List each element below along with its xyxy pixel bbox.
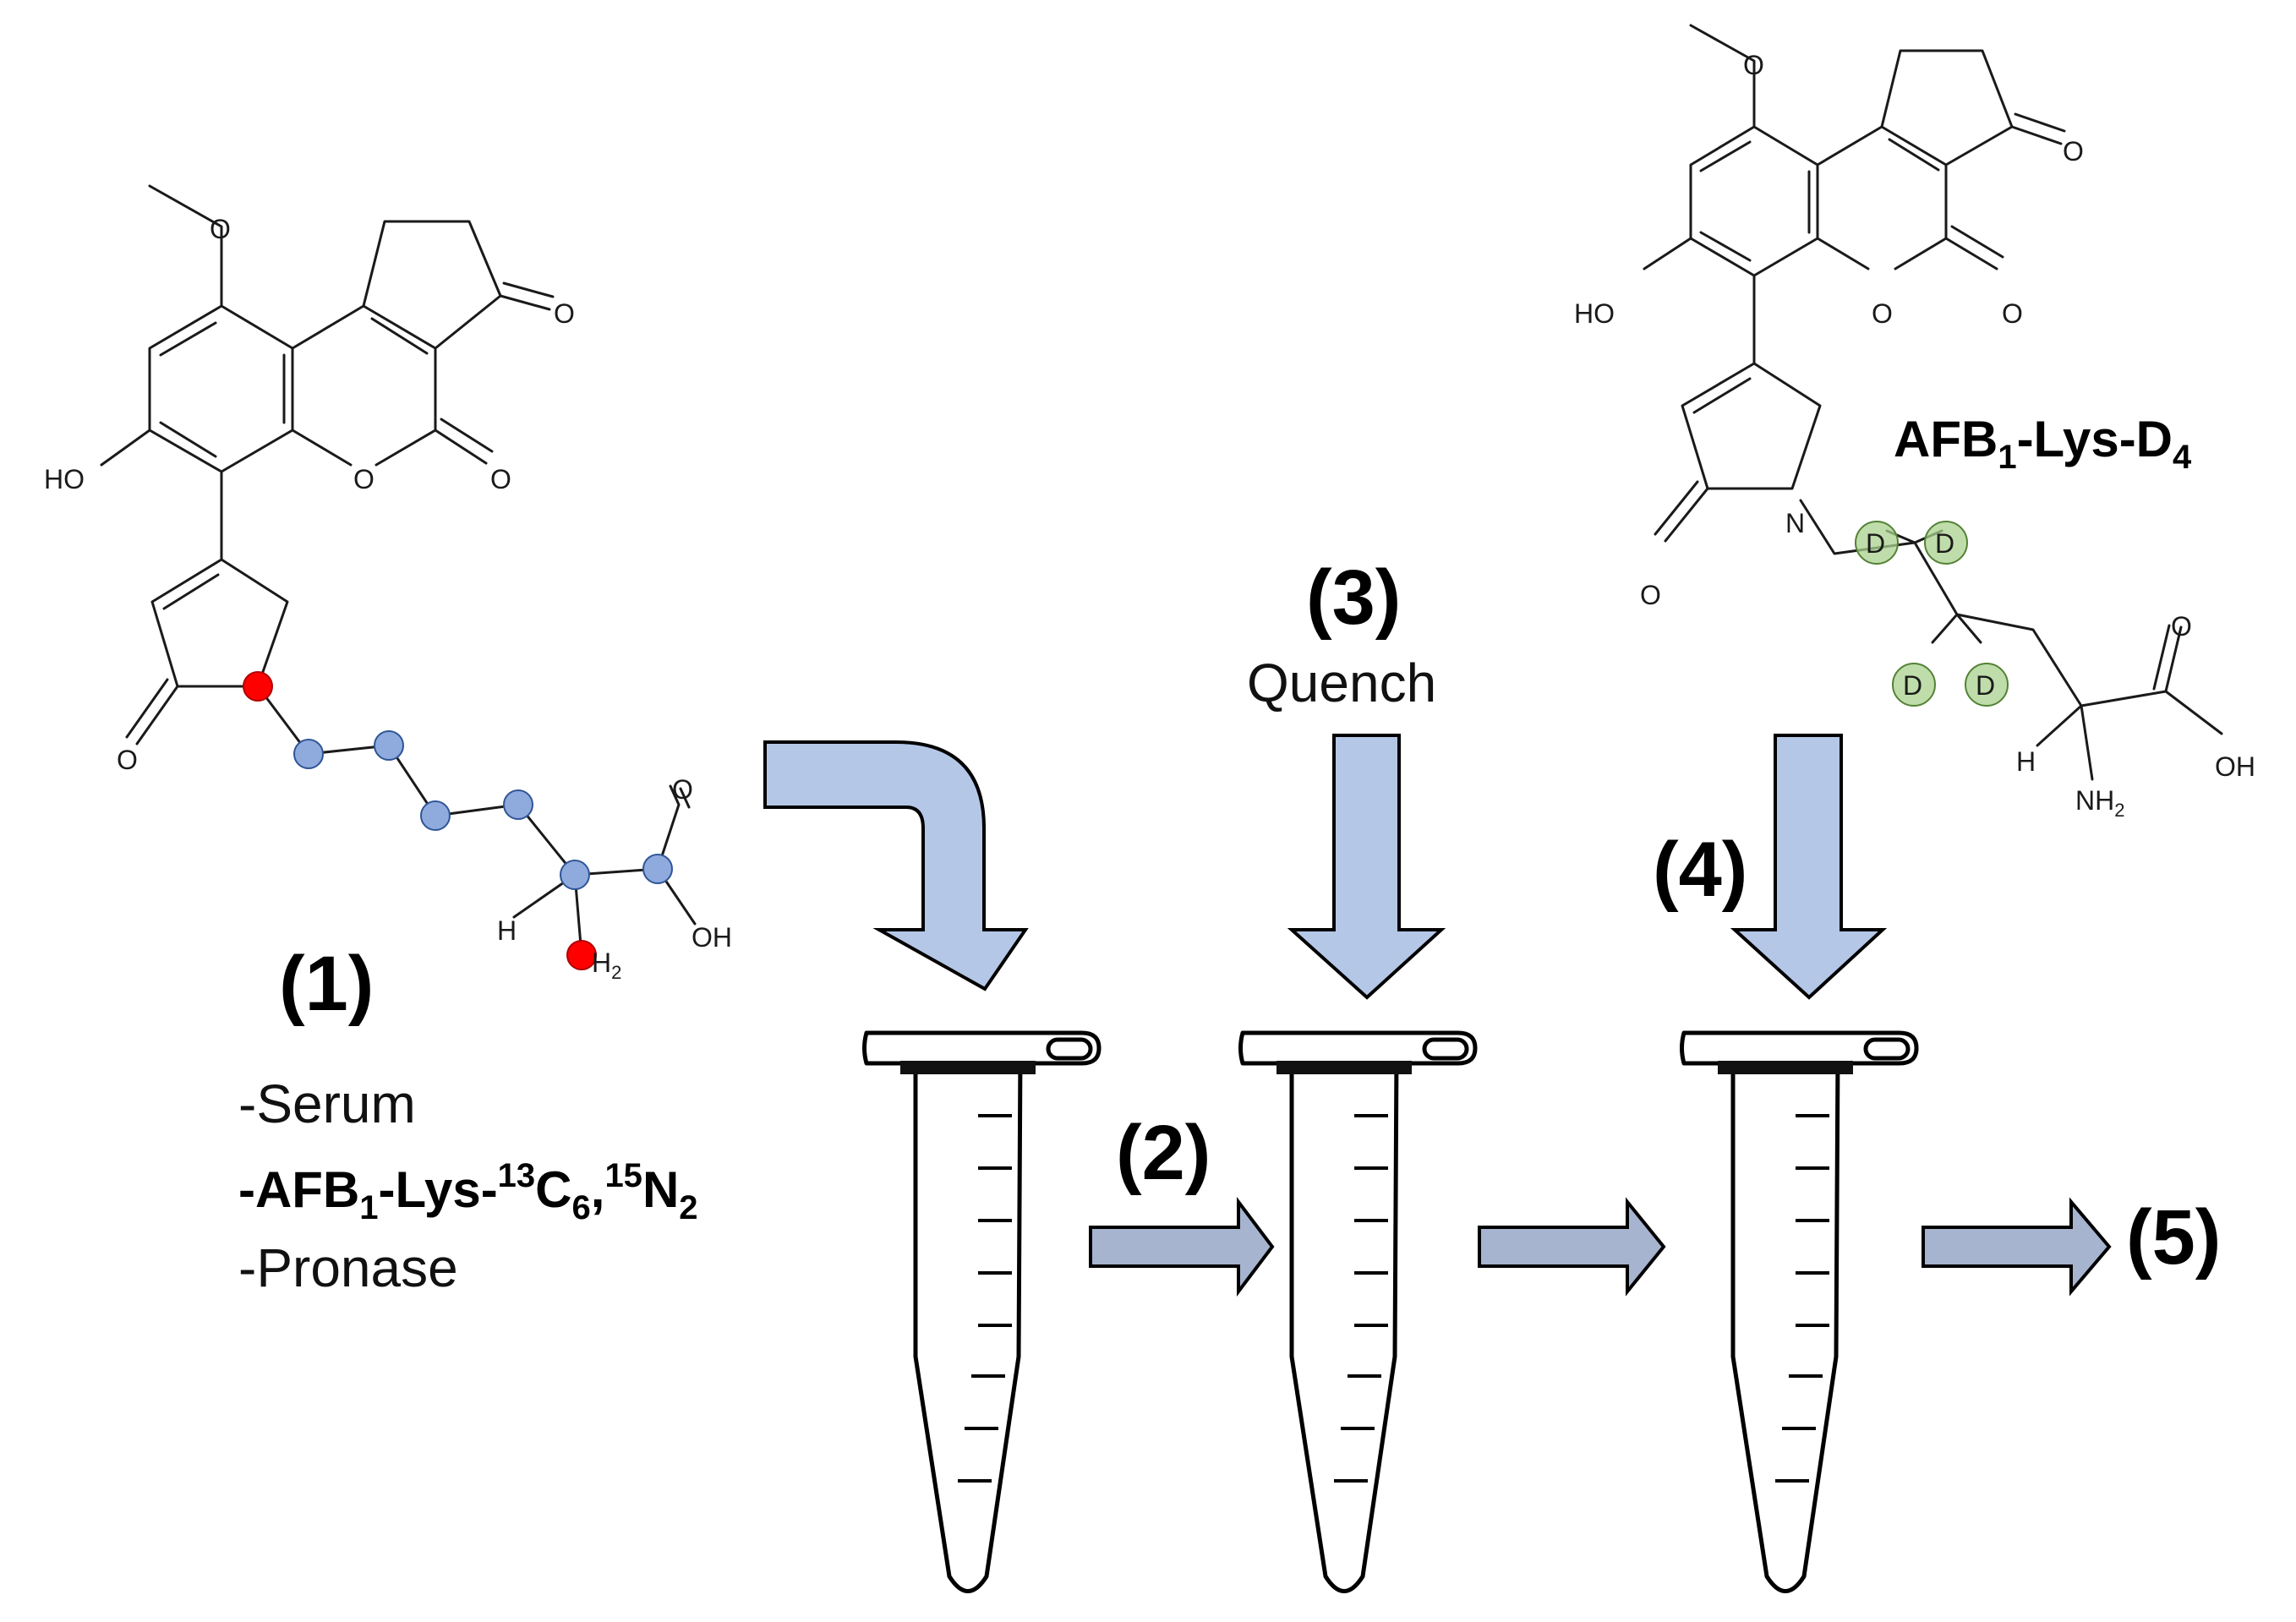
atom-label: NH2 — [2075, 785, 2124, 821]
labeled-carbon-atom — [293, 739, 324, 769]
deuterium-atom — [1892, 663, 1936, 707]
tube-body — [1730, 1050, 1840, 1593]
quench-label: Quench — [1247, 653, 1436, 713]
deuterium-atom — [1855, 521, 1899, 565]
tube-rim — [900, 1061, 1036, 1074]
atom-label: H2 — [592, 948, 621, 983]
step-1-label: (1) — [279, 941, 374, 1027]
atom-label: D — [1866, 528, 1885, 559]
atom-label: OH — [692, 922, 732, 953]
microtube-1 — [862, 1030, 1102, 1593]
atom-label: O — [117, 745, 138, 775]
tube-rim — [1276, 1061, 1412, 1074]
tube-cap-tab — [1422, 1037, 1469, 1061]
atom-label: O — [2171, 611, 2192, 642]
arrow-tube-2-to-3 — [1478, 1197, 1666, 1297]
tube-cap — [1680, 1030, 1919, 1066]
atom-label: O — [2002, 298, 2023, 329]
tube-body — [913, 1050, 1023, 1593]
step-2-label: (2) — [1116, 1110, 1211, 1196]
internal-standard-label: AFB1-Lys-D4 — [1894, 411, 2192, 476]
reagent-pronase: -Pronase — [238, 1237, 458, 1298]
tube-cap — [1238, 1030, 1478, 1066]
labeled-carbon-atom — [374, 730, 404, 761]
tube-cap-tab — [1863, 1037, 1911, 1061]
step-4-label: (4) — [1653, 827, 1747, 913]
atom-label: O — [2063, 136, 2084, 167]
tube-rim — [1718, 1061, 1853, 1074]
reagent-serum: -Serum — [238, 1073, 416, 1134]
microtube-3 — [1680, 1030, 1919, 1593]
quench-arrow-down — [1287, 734, 1446, 1000]
tube-cap — [862, 1030, 1102, 1066]
atom-label: N — [1785, 508, 1805, 538]
atom-label: O — [1640, 580, 1661, 610]
microtube-2 — [1238, 1030, 1478, 1593]
reagent-labeled-standard: -AFB1-Lys-13C6,15N2 — [238, 1157, 698, 1226]
atom-label: O — [210, 214, 231, 244]
atom-label: HO — [1574, 298, 1615, 329]
atom-label: H — [2016, 746, 2036, 777]
atom-label: O — [1743, 50, 1764, 80]
labeled-carbon-atom — [642, 854, 673, 884]
atom-label: O — [554, 298, 575, 329]
curved-arrow-into-tube-1 — [763, 740, 1029, 991]
arrow-tube-1-to-2 — [1089, 1197, 1275, 1297]
tube-body — [1289, 1050, 1399, 1593]
tubes — [862, 1030, 1919, 1593]
labeled-carbon-atom — [503, 789, 533, 820]
atom-label: D — [1976, 670, 1995, 701]
atom-label: D — [1903, 670, 1922, 701]
atom-label: O — [1872, 298, 1893, 329]
atom-label: D — [1935, 528, 1954, 559]
molecule-afb1-lys-13c-15n: O HO O O O O O OH H H2 — [44, 184, 732, 983]
deuterium-atom — [1965, 663, 2009, 707]
standard-arrow-down — [1730, 734, 1888, 1000]
deuterium-atom — [1924, 521, 1968, 565]
atom-label: HO — [44, 464, 85, 494]
atom-label: O — [672, 774, 693, 805]
tube-cap-tab — [1046, 1037, 1093, 1061]
step-3-label: (3) — [1306, 554, 1401, 641]
molecule-afb1-lys-d4: D D D D O HO O O O O N O OH H NH2 — [1574, 24, 2255, 821]
step-5-label: (5) — [2126, 1194, 2221, 1281]
arrow-tube-3-to-analysis — [1922, 1197, 2112, 1297]
labeled-nitrogen-atom — [243, 671, 273, 702]
atom-label: O — [490, 464, 511, 494]
labeled-carbon-atom — [420, 800, 451, 831]
labeled-carbon-atom — [560, 860, 590, 890]
atom-label: OH — [2215, 751, 2255, 782]
atom-label: H — [497, 915, 517, 946]
atom-label: O — [353, 464, 374, 494]
labeled-nitrogen-atom — [566, 940, 597, 970]
